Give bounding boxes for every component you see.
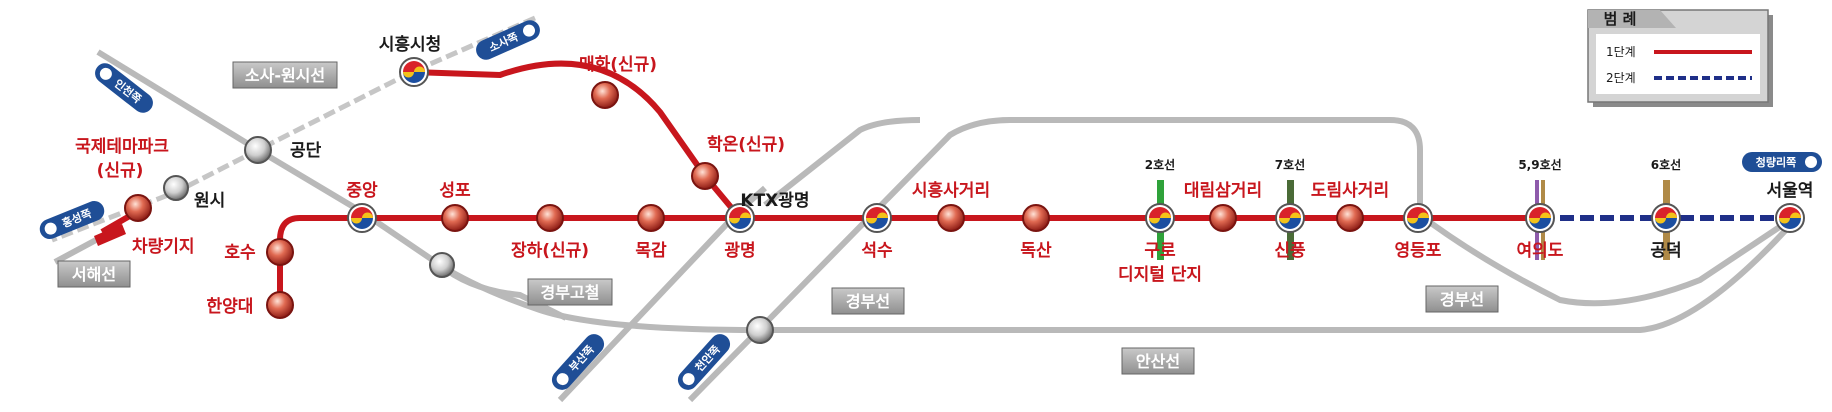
label-ktx-gwangmyeong: KTX광명 [740, 191, 809, 211]
label-doksan: 독산 [1020, 241, 1052, 261]
maehwa-station [591, 81, 619, 109]
label-siheung-crossroad: 시흥사거리 [912, 180, 990, 201]
svg-text:안산선: 안산선 [1136, 352, 1180, 371]
box-gyeongbu-1: 경부선 [831, 287, 905, 315]
dorim-station [1336, 204, 1364, 232]
svg-text:경부선: 경부선 [1440, 290, 1484, 309]
svg-text:경부고철: 경부고철 [541, 283, 600, 302]
box-seohae: 서해선 [57, 260, 131, 288]
label-jangha: 장하(신규) [511, 241, 589, 261]
svg-text:청량리쪽: 청량리쪽 [1756, 155, 1796, 169]
label-line7: 7호선 [1275, 157, 1305, 172]
gwangmyeong-transfer [725, 203, 755, 233]
label-line5-9: 5,9호선 [1518, 157, 1561, 172]
label-seoksu: 석수 [861, 241, 893, 261]
label-dorim: 도림사거리 [1311, 181, 1389, 201]
label-yeongdeungpo: 영등포 [1395, 241, 1442, 261]
gray-line-gyeongbu [687, 117, 1792, 403]
red-line-siheung-branch [411, 60, 743, 220]
seoksu-transfer [862, 203, 892, 233]
gray-stations [163, 136, 774, 344]
label-itp-2: (신규) [97, 161, 144, 181]
label-line2: 2호선 [1145, 157, 1175, 172]
label-depot: 차량기지 [132, 237, 195, 257]
gray-line-ansan [438, 217, 1798, 333]
line-name-boxes: 소사-원시선 서해선 경부고철 경부선 경부선 안산선 [57, 61, 1499, 375]
gongdeok-transfer [1651, 203, 1681, 233]
legend: 범 례 1단계 2단계 [1587, 9, 1773, 107]
label-seongpo: 성포 [439, 181, 471, 201]
hanyang-station [266, 291, 294, 319]
sinpung-transfer [1275, 203, 1305, 233]
hosu-station [266, 238, 294, 266]
direction-badges: 인천쪽 소사쪽 홍성쪽 부산쪽 천안쪽 청량리쪽 [39, 20, 1822, 390]
label-hakon: 학온(신규) [707, 135, 785, 155]
yeouido-transfer [1525, 203, 1555, 233]
label-guro-2: 디지털 단지 [1118, 265, 1202, 285]
label-daerim: 대림삼거리 [1184, 181, 1262, 201]
legend-stage2-label: 2단계 [1606, 71, 1636, 85]
daerim-station [1209, 204, 1237, 232]
siheung-crossroad-station [937, 204, 965, 232]
gongdan-station [244, 136, 272, 164]
label-yeouido: 여의도 [1517, 241, 1564, 261]
label-mokgam: 목감 [635, 241, 667, 261]
jangha-station [536, 204, 564, 232]
label-hosu: 호수 [224, 243, 256, 263]
label-hanyang: 한양대 [207, 297, 254, 317]
gyeongbu-gray-station [746, 316, 774, 344]
itp-station [124, 194, 152, 222]
label-seoul-station: 서울역 [1767, 181, 1814, 201]
svg-text:경부선: 경부선 [846, 292, 890, 311]
svg-text:서해선: 서해선 [72, 265, 116, 284]
label-siheung-city-hall: 시흥시청 [379, 34, 442, 55]
box-sosa-wonsi: 소사-원시선 [232, 61, 338, 89]
label-gongdan: 공단 [290, 141, 322, 161]
wonsi-station [163, 175, 189, 201]
box-gyeongbu-hsr: 경부고철 [527, 278, 613, 306]
gray-line-seoksu-loop [763, 117, 921, 208]
existing-lines [51, 15, 1798, 403]
red-line-hosu-branch [277, 215, 362, 305]
legend-title: 범 례 [1604, 10, 1637, 28]
yeongdeungpo-transfer [1403, 203, 1433, 233]
mokgam-station [637, 204, 665, 232]
label-guro-1: 구로 [1144, 241, 1176, 261]
depot-marker [94, 224, 126, 246]
red-stations [124, 81, 1364, 319]
dir-cheongnyangni: 청량리쪽 [1742, 152, 1822, 172]
seoul-station-transfer [1775, 203, 1805, 233]
legend-stage1-label: 1단계 [1606, 45, 1636, 59]
label-jungang: 중앙 [346, 181, 378, 201]
legend-tab [1588, 10, 1676, 28]
label-wonsi: 원시 [194, 191, 225, 211]
svg-text:소사-원시선: 소사-원시선 [245, 66, 325, 85]
label-itp-1: 국제테마파크 [75, 137, 169, 157]
station-labels: 시흥시청 매화(신규) 학온(신규) KTX광명 광명 공단 국제테마파크 (신… [75, 34, 1813, 317]
label-maehwa: 매화(신규) [579, 55, 657, 75]
box-ansan: 안산선 [1121, 347, 1195, 375]
box-gyeongbu-2: 경부선 [1425, 285, 1499, 313]
label-gwangmyeong: 광명 [724, 241, 755, 261]
legend-inner [1596, 34, 1760, 94]
seongpo-station [441, 204, 469, 232]
siheung-city-hall-transfer [399, 57, 429, 87]
transfer-labels: 2호선 7호선 5,9호선 6호선 [1145, 157, 1681, 172]
jungang-transfer [347, 203, 377, 233]
label-sinpung: 신풍 [1274, 241, 1306, 261]
hakon-station [691, 162, 719, 190]
gray-line-seohae [53, 237, 98, 265]
label-gongdeok: 공덕 [1650, 241, 1681, 261]
guro-digital-transfer [1145, 203, 1175, 233]
transfer-stations [347, 57, 1805, 233]
unnamed-gray-station [429, 252, 455, 278]
dir-incheon: 인천쪽 [95, 63, 153, 113]
doksan-station [1022, 204, 1050, 232]
label-line6: 6호선 [1651, 157, 1681, 172]
